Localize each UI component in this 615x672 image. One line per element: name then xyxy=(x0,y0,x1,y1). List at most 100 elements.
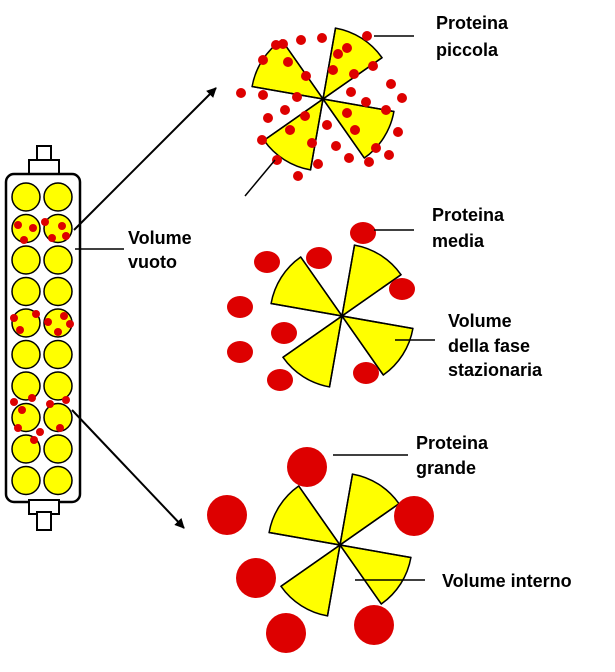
small-protein-dot xyxy=(397,93,407,103)
column-bead xyxy=(43,371,73,401)
column-bead xyxy=(11,339,41,370)
small-protein-dot xyxy=(331,141,341,151)
medium-protein-dot xyxy=(254,251,280,273)
column-protein-dot xyxy=(58,222,66,230)
small-protein-dot xyxy=(301,71,311,81)
large-protein-dot xyxy=(394,496,434,536)
bead-large-protein xyxy=(268,473,412,617)
column-protein-dot xyxy=(28,394,36,402)
pinwheel-spoke xyxy=(326,544,341,617)
medium-protein-label: Proteina media xyxy=(432,205,509,251)
small-protein-dot xyxy=(350,125,360,135)
small-protein-dot xyxy=(258,90,268,100)
pinwheel-spoke xyxy=(281,39,324,100)
medium-protein-dot xyxy=(227,341,253,363)
small-protein-dot xyxy=(386,79,396,89)
small-protein-dot xyxy=(393,127,403,137)
column-bead xyxy=(43,339,73,370)
small-protein-dot xyxy=(258,55,268,65)
small-protein-dot xyxy=(328,65,338,75)
small-protein-dot xyxy=(342,43,352,53)
pinwheel-spoke xyxy=(328,315,343,388)
column-protein-dot xyxy=(14,221,22,229)
pinwheel-spoke xyxy=(298,485,341,546)
pinwheel-spoke xyxy=(282,315,343,358)
column-protein-dot xyxy=(62,232,70,240)
small-protein-dot xyxy=(285,125,295,135)
small-protein-dot xyxy=(280,105,290,115)
column-bead xyxy=(11,182,41,212)
small-protein-dot xyxy=(292,92,302,102)
small-protein-dot xyxy=(384,150,394,160)
small-protein-dot xyxy=(342,108,352,118)
small-protein-dot xyxy=(381,105,391,115)
pinwheel-spoke xyxy=(339,473,354,546)
column-beads xyxy=(11,182,73,496)
column-protein-dot xyxy=(10,398,18,406)
column-protein-dot xyxy=(30,436,38,444)
pinwheel-spoke xyxy=(268,531,341,546)
chromatography-column xyxy=(4,145,82,531)
void-volume-leader xyxy=(244,159,276,197)
column-protein-dot xyxy=(36,428,44,436)
column-bead xyxy=(43,434,73,464)
small-protein-dot xyxy=(362,31,372,41)
pinwheel-spoke xyxy=(341,244,356,317)
small-protein-dot xyxy=(313,159,323,169)
pinwheel-spoke xyxy=(341,274,402,317)
column-bead xyxy=(43,182,73,212)
column-protein-dot xyxy=(66,320,74,328)
small-protein-dot xyxy=(300,111,310,121)
column-protein-dot xyxy=(44,318,52,326)
pinwheel-spoke xyxy=(263,98,324,141)
column-protein-dot xyxy=(29,224,37,232)
small-protein-dot xyxy=(257,135,267,145)
column-bead xyxy=(11,371,41,401)
internal-volume-label: Volume interno xyxy=(442,571,572,591)
medium-protein-dot xyxy=(353,362,379,384)
small-protein-dot xyxy=(283,57,293,67)
column-protein-dot xyxy=(62,396,70,404)
column-protein-dot xyxy=(41,218,49,226)
medium-protein-dot xyxy=(271,322,297,344)
small-protein-dot xyxy=(344,153,354,163)
bead-medium-protein xyxy=(270,244,414,388)
pinwheel-spoke xyxy=(322,27,337,100)
small-protein-dot xyxy=(346,87,356,97)
column-bead xyxy=(43,402,73,433)
upper-arrow xyxy=(73,87,217,231)
large-protein-dot xyxy=(287,447,327,487)
small-protein-dot xyxy=(371,143,381,153)
small-protein-dot xyxy=(296,35,306,45)
small-protein-dot xyxy=(307,138,317,148)
column-bottom-fitting xyxy=(36,511,52,531)
column-bead xyxy=(11,245,41,275)
small-protein-dot xyxy=(333,49,343,59)
medium-protein-dot xyxy=(389,278,415,300)
lower-arrow xyxy=(71,409,185,529)
small-protein-dots xyxy=(236,31,407,181)
column-bead xyxy=(43,245,73,275)
large-protein-dot xyxy=(266,613,306,653)
small-protein-dot xyxy=(272,155,282,165)
small-protein-dot xyxy=(317,33,327,43)
column-protein-dot xyxy=(20,236,28,244)
medium-protein-dot xyxy=(267,369,293,391)
small-protein-dot xyxy=(263,113,273,123)
column-bead xyxy=(11,276,41,307)
medium-protein-dots xyxy=(227,222,415,391)
column-protein-dot xyxy=(18,406,26,414)
column-protein-dot xyxy=(60,312,68,320)
large-protein-dot xyxy=(354,605,394,645)
pinwheel-spoke xyxy=(339,544,412,559)
small-protein-dot xyxy=(368,61,378,71)
small-protein-dot xyxy=(364,157,374,167)
stationary-volume-label: Volume della fase stazionaria xyxy=(448,311,543,380)
void-volume-label: Volume vuoto xyxy=(128,228,197,272)
pinwheel-spoke xyxy=(300,256,343,317)
column-bead xyxy=(11,465,41,496)
pinwheel-spoke xyxy=(322,98,365,159)
column-protein-dot xyxy=(16,326,24,334)
column-protein-dot xyxy=(46,400,54,408)
large-protein-label: Proteina grande xyxy=(416,433,493,478)
